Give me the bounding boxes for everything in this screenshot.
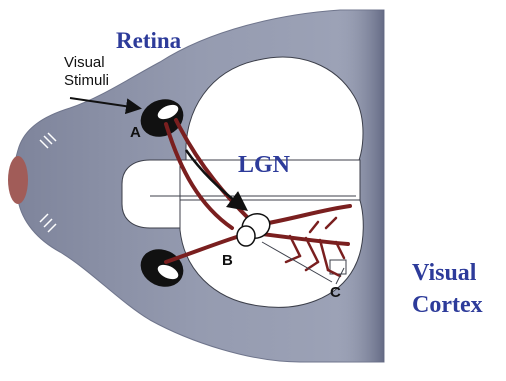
lgn-nucleus-small bbox=[237, 226, 255, 246]
visual-cortex-label-line1: Visual bbox=[412, 260, 476, 287]
lgn-label: LGN bbox=[238, 152, 290, 179]
visual-stimuli-label-line2: Stimuli bbox=[64, 72, 109, 90]
visual-stimuli-label-line1: Visual bbox=[64, 54, 105, 72]
point-a-label: A bbox=[130, 124, 141, 141]
visual-cortex-label-line2: Cortex bbox=[412, 292, 483, 319]
nose bbox=[8, 156, 28, 204]
point-b-label: B bbox=[222, 252, 233, 269]
retina-label: Retina bbox=[116, 28, 181, 54]
point-c-label: C bbox=[330, 284, 341, 301]
